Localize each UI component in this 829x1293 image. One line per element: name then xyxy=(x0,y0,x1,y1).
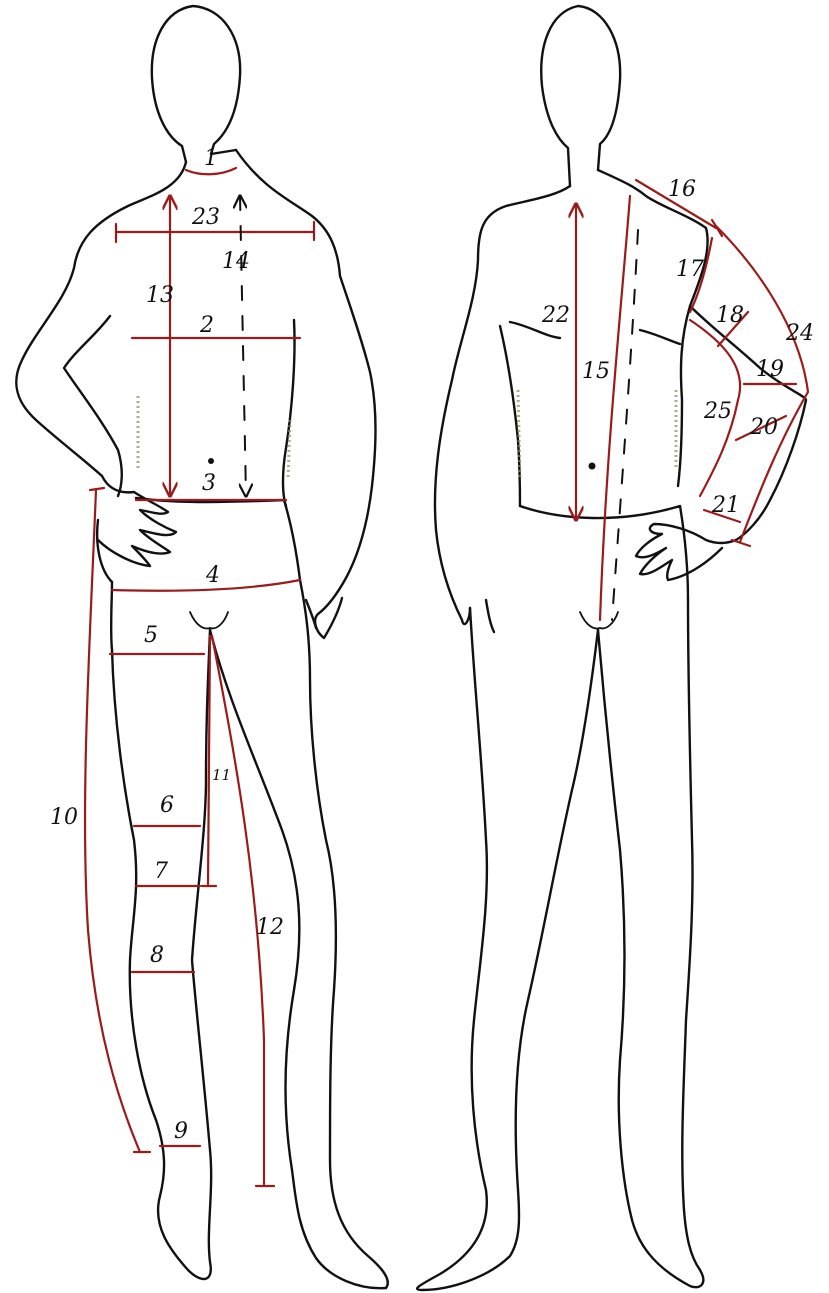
label-22: 22 xyxy=(541,303,570,328)
front-hand-left xyxy=(98,476,176,566)
front-body-right xyxy=(236,150,376,638)
measure-line-11 xyxy=(202,636,216,886)
front-figure xyxy=(16,6,388,1288)
front-navel xyxy=(208,458,214,464)
front-crotch xyxy=(190,612,228,628)
label-8: 8 xyxy=(150,943,164,968)
rear-leg-left xyxy=(417,608,598,1290)
label-9: 9 xyxy=(174,1119,188,1144)
label-14: 14 xyxy=(222,249,250,274)
label-3: 3 xyxy=(202,471,216,496)
label-23: 23 xyxy=(191,205,220,230)
label-15: 15 xyxy=(582,359,610,384)
measure-line-12 xyxy=(212,636,274,1186)
label-7: 7 xyxy=(154,859,168,884)
label-19: 19 xyxy=(756,357,784,382)
label-2: 2 xyxy=(199,313,214,338)
measure-line-14 xyxy=(240,196,246,496)
front-body-left xyxy=(16,162,186,582)
label-13: 13 xyxy=(146,283,174,308)
label-16: 16 xyxy=(668,177,696,202)
label-25: 25 xyxy=(703,399,732,424)
label-20: 20 xyxy=(749,415,778,440)
label-1: 1 xyxy=(204,146,218,171)
label-21: 21 xyxy=(711,493,740,518)
measure-line-15-center xyxy=(612,230,638,620)
label-11: 11 xyxy=(212,766,231,784)
label-12: 12 xyxy=(256,915,284,940)
measurement-lines xyxy=(85,168,808,1186)
rear-leg-right xyxy=(598,600,703,1287)
measure-line-15 xyxy=(600,196,630,620)
rear-chest-line xyxy=(510,322,680,344)
rear-figure xyxy=(417,6,806,1290)
rear-navel xyxy=(589,463,596,470)
rear-head xyxy=(541,6,620,186)
front-leg-right xyxy=(210,580,388,1288)
label-5: 5 xyxy=(144,623,158,648)
measurement-labels: 1 23 13 14 2 3 4 5 6 7 8 9 10 11 12 22 1… xyxy=(50,146,814,1144)
measure-line-10 xyxy=(85,488,150,1152)
rear-body-right xyxy=(598,170,806,540)
label-4: 4 xyxy=(205,563,220,588)
label-24: 24 xyxy=(785,321,814,346)
label-17: 17 xyxy=(676,257,704,282)
rear-body-left xyxy=(435,186,570,624)
label-18: 18 xyxy=(716,303,744,328)
label-6: 6 xyxy=(160,793,174,818)
front-head xyxy=(152,6,240,162)
rear-arm-inner-left xyxy=(486,326,520,632)
label-10: 10 xyxy=(50,805,78,830)
